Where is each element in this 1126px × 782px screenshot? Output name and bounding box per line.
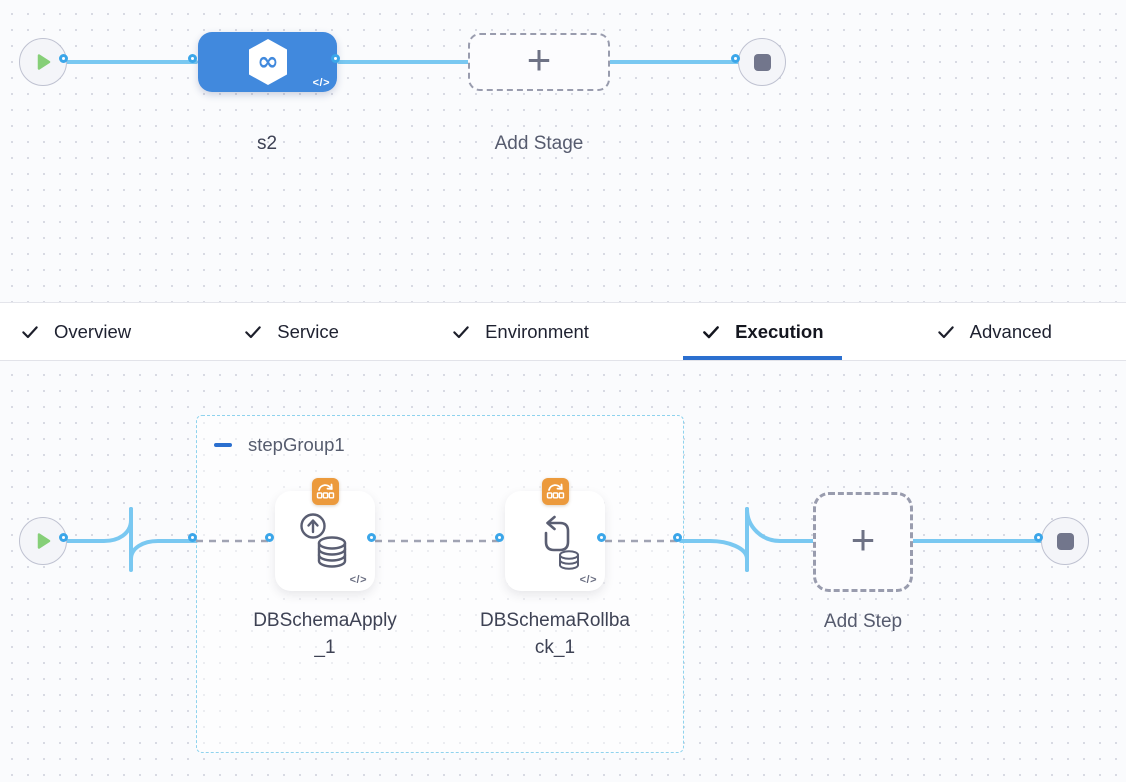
pipeline-infinity-icon: ∞ — [248, 39, 287, 85]
step-yaml-code-icon[interactable]: </> — [579, 574, 597, 586]
tab-service[interactable]: Service — [225, 303, 357, 360]
plus-icon: + — [850, 516, 876, 563]
tab-label: Service — [277, 320, 339, 342]
tab-label: Overview — [54, 320, 132, 342]
play-icon — [37, 54, 51, 70]
stage-graph-canvas[interactable]: ∞ </> + s2 Add Stage — [0, 0, 1126, 302]
check-icon — [451, 322, 471, 342]
pipeline-end-node[interactable] — [738, 38, 786, 86]
tab-label: Advanced — [969, 320, 1052, 342]
step-yaml-code-icon[interactable]: </> — [349, 574, 367, 586]
port-group-in[interactable] — [188, 533, 197, 542]
port-start-out[interactable] — [59, 54, 68, 63]
stop-icon — [753, 53, 771, 71]
stage-yaml-code-icon[interactable]: </> — [312, 77, 330, 89]
step-group-badge-icon — [312, 478, 339, 505]
step-name-label: DBSchemaApply_1 — [253, 610, 397, 658]
check-icon — [936, 322, 956, 342]
stage-node-s2[interactable]: ∞ </> — [198, 32, 337, 92]
svg-text:∞: ∞ — [257, 47, 279, 77]
stage-name-label: s2 — [256, 133, 278, 154]
step-group-badge-icon — [542, 478, 569, 505]
port-step1-in[interactable] — [265, 533, 274, 542]
execution-start-node[interactable] — [19, 517, 67, 565]
db-schema-rollback-icon — [544, 515, 579, 570]
add-step-label: Add Step — [823, 611, 903, 632]
pipeline-start-node[interactable] — [19, 38, 67, 86]
port-end-in[interactable] — [731, 54, 740, 63]
execution-end-node[interactable] — [1041, 517, 1089, 565]
tab-overview[interactable]: Overview — [2, 303, 149, 360]
check-icon — [701, 322, 721, 342]
db-schema-apply-icon — [300, 513, 347, 568]
collapse-group-icon[interactable] — [214, 442, 232, 448]
port-stage-out[interactable] — [331, 54, 340, 63]
port-exec-end-in[interactable] — [1034, 533, 1043, 542]
add-step-button[interactable]: + — [813, 492, 913, 592]
tab-environment[interactable]: Environment — [433, 303, 607, 360]
check-icon — [20, 322, 40, 342]
step-group-container[interactable]: stepGroup1 — [196, 415, 684, 753]
port-group-out[interactable] — [673, 533, 682, 542]
step-node-dbschemarollback[interactable]: </> — [505, 491, 605, 591]
stage-config-tab-bar: Overview Service Environment Execution A… — [0, 302, 1126, 361]
step-name-label: DBSchemaRollback_1 — [480, 610, 630, 658]
port-stage-in[interactable] — [188, 54, 197, 63]
tab-label: Environment — [485, 320, 589, 342]
execution-graph-canvas[interactable]: stepGroup1 — [0, 361, 1126, 782]
port-step2-in[interactable] — [495, 533, 504, 542]
step-node-dbschemaapply[interactable]: </> — [275, 491, 375, 591]
port-exec-start-out[interactable] — [59, 533, 68, 542]
port-step2-out[interactable] — [597, 533, 606, 542]
check-icon — [243, 322, 263, 342]
stop-icon — [1056, 532, 1074, 550]
step-group-name: stepGroup1 — [248, 434, 345, 455]
tab-execution[interactable]: Execution — [683, 303, 841, 360]
add-stage-label: Add Stage — [494, 133, 584, 154]
plus-icon: + — [526, 36, 552, 83]
step-group-header: stepGroup1 — [214, 434, 345, 456]
tab-advanced[interactable]: Advanced — [918, 303, 1070, 360]
port-step1-out[interactable] — [367, 533, 376, 542]
tab-label: Execution — [735, 320, 824, 342]
play-icon — [37, 533, 51, 549]
add-stage-button[interactable]: + — [468, 33, 610, 91]
